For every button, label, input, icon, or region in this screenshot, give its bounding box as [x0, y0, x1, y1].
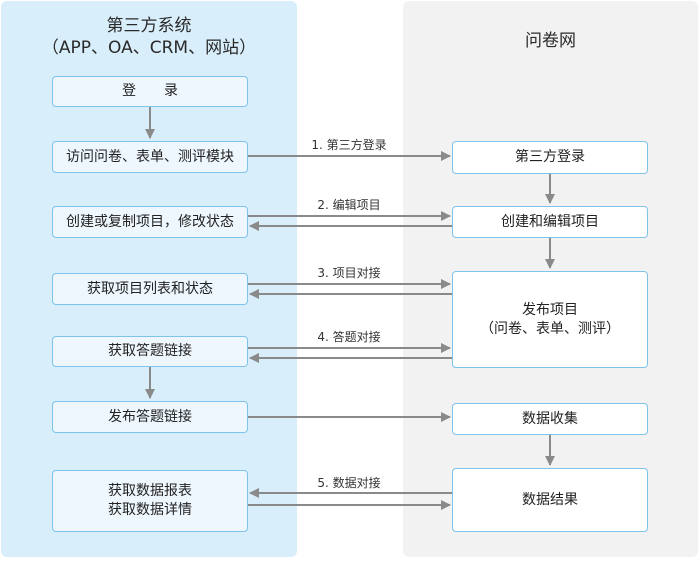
box-data-result-label: 数据结果	[522, 491, 578, 508]
box-get-link: 获取答题链接	[52, 336, 248, 367]
box-data-result: 数据结果	[452, 468, 648, 532]
box-third-login-label: 第三方登录	[515, 149, 585, 165]
lane-wenjuan-title: 问卷网	[525, 31, 576, 51]
box-get-list-label: 获取项目列表和状态	[87, 280, 213, 297]
box-publish-project: 发布项目 （问卷、表单、测评）	[452, 271, 648, 368]
edge-label-third-login: 1. 第三方登录	[311, 138, 387, 152]
box-publish-link: 发布答题链接	[52, 401, 248, 433]
box-data-collect: 数据收集	[452, 403, 648, 435]
box-third-login: 第三方登录	[452, 141, 648, 174]
box-login: 登 录	[52, 76, 248, 107]
box-get-report: 获取数据报表 获取数据详情	[52, 470, 248, 532]
box-get-report-line1: 获取数据报表	[108, 483, 192, 499]
box-publish-project-line2: （问卷、表单、测评）	[480, 320, 620, 337]
lane-third-party-title: 第三方系统 （APP、OA、CRM、网站）	[1, 15, 297, 59]
box-access-modules-label: 访问问卷、表单、测评模块	[66, 148, 234, 165]
box-create-edit-label: 创建和编辑项目	[501, 213, 599, 230]
box-data-collect-label: 数据收集	[522, 410, 578, 427]
edge-label-data-sync: 5. 数据对接	[317, 476, 381, 490]
box-get-list: 获取项目列表和状态	[52, 273, 248, 305]
lane-third-party-title-line1: 第三方系统	[106, 16, 192, 36]
box-publish-link-label: 发布答题链接	[108, 408, 192, 425]
edge-label-project-sync: 3. 项目对接	[317, 266, 381, 280]
box-get-link-label: 获取答题链接	[108, 343, 192, 359]
box-create-copy: 创建或复制项目，修改状态	[52, 206, 248, 238]
edge-label-answer-sync: 4. 答题对接	[317, 330, 381, 344]
box-login-label: 登 录	[122, 83, 178, 99]
box-access-modules: 访问问卷、表单、测评模块	[52, 141, 248, 173]
edge-label-edit-project: 2. 编辑项目	[317, 198, 381, 212]
box-create-edit: 创建和编辑项目	[452, 206, 648, 238]
box-publish-project-line1: 发布项目	[522, 301, 578, 318]
box-get-report-line2: 获取数据详情	[108, 502, 192, 518]
box-create-copy-label: 创建或复制项目，修改状态	[66, 213, 234, 230]
lane-third-party-title-line2: （APP、OA、CRM、网站）	[41, 38, 257, 58]
